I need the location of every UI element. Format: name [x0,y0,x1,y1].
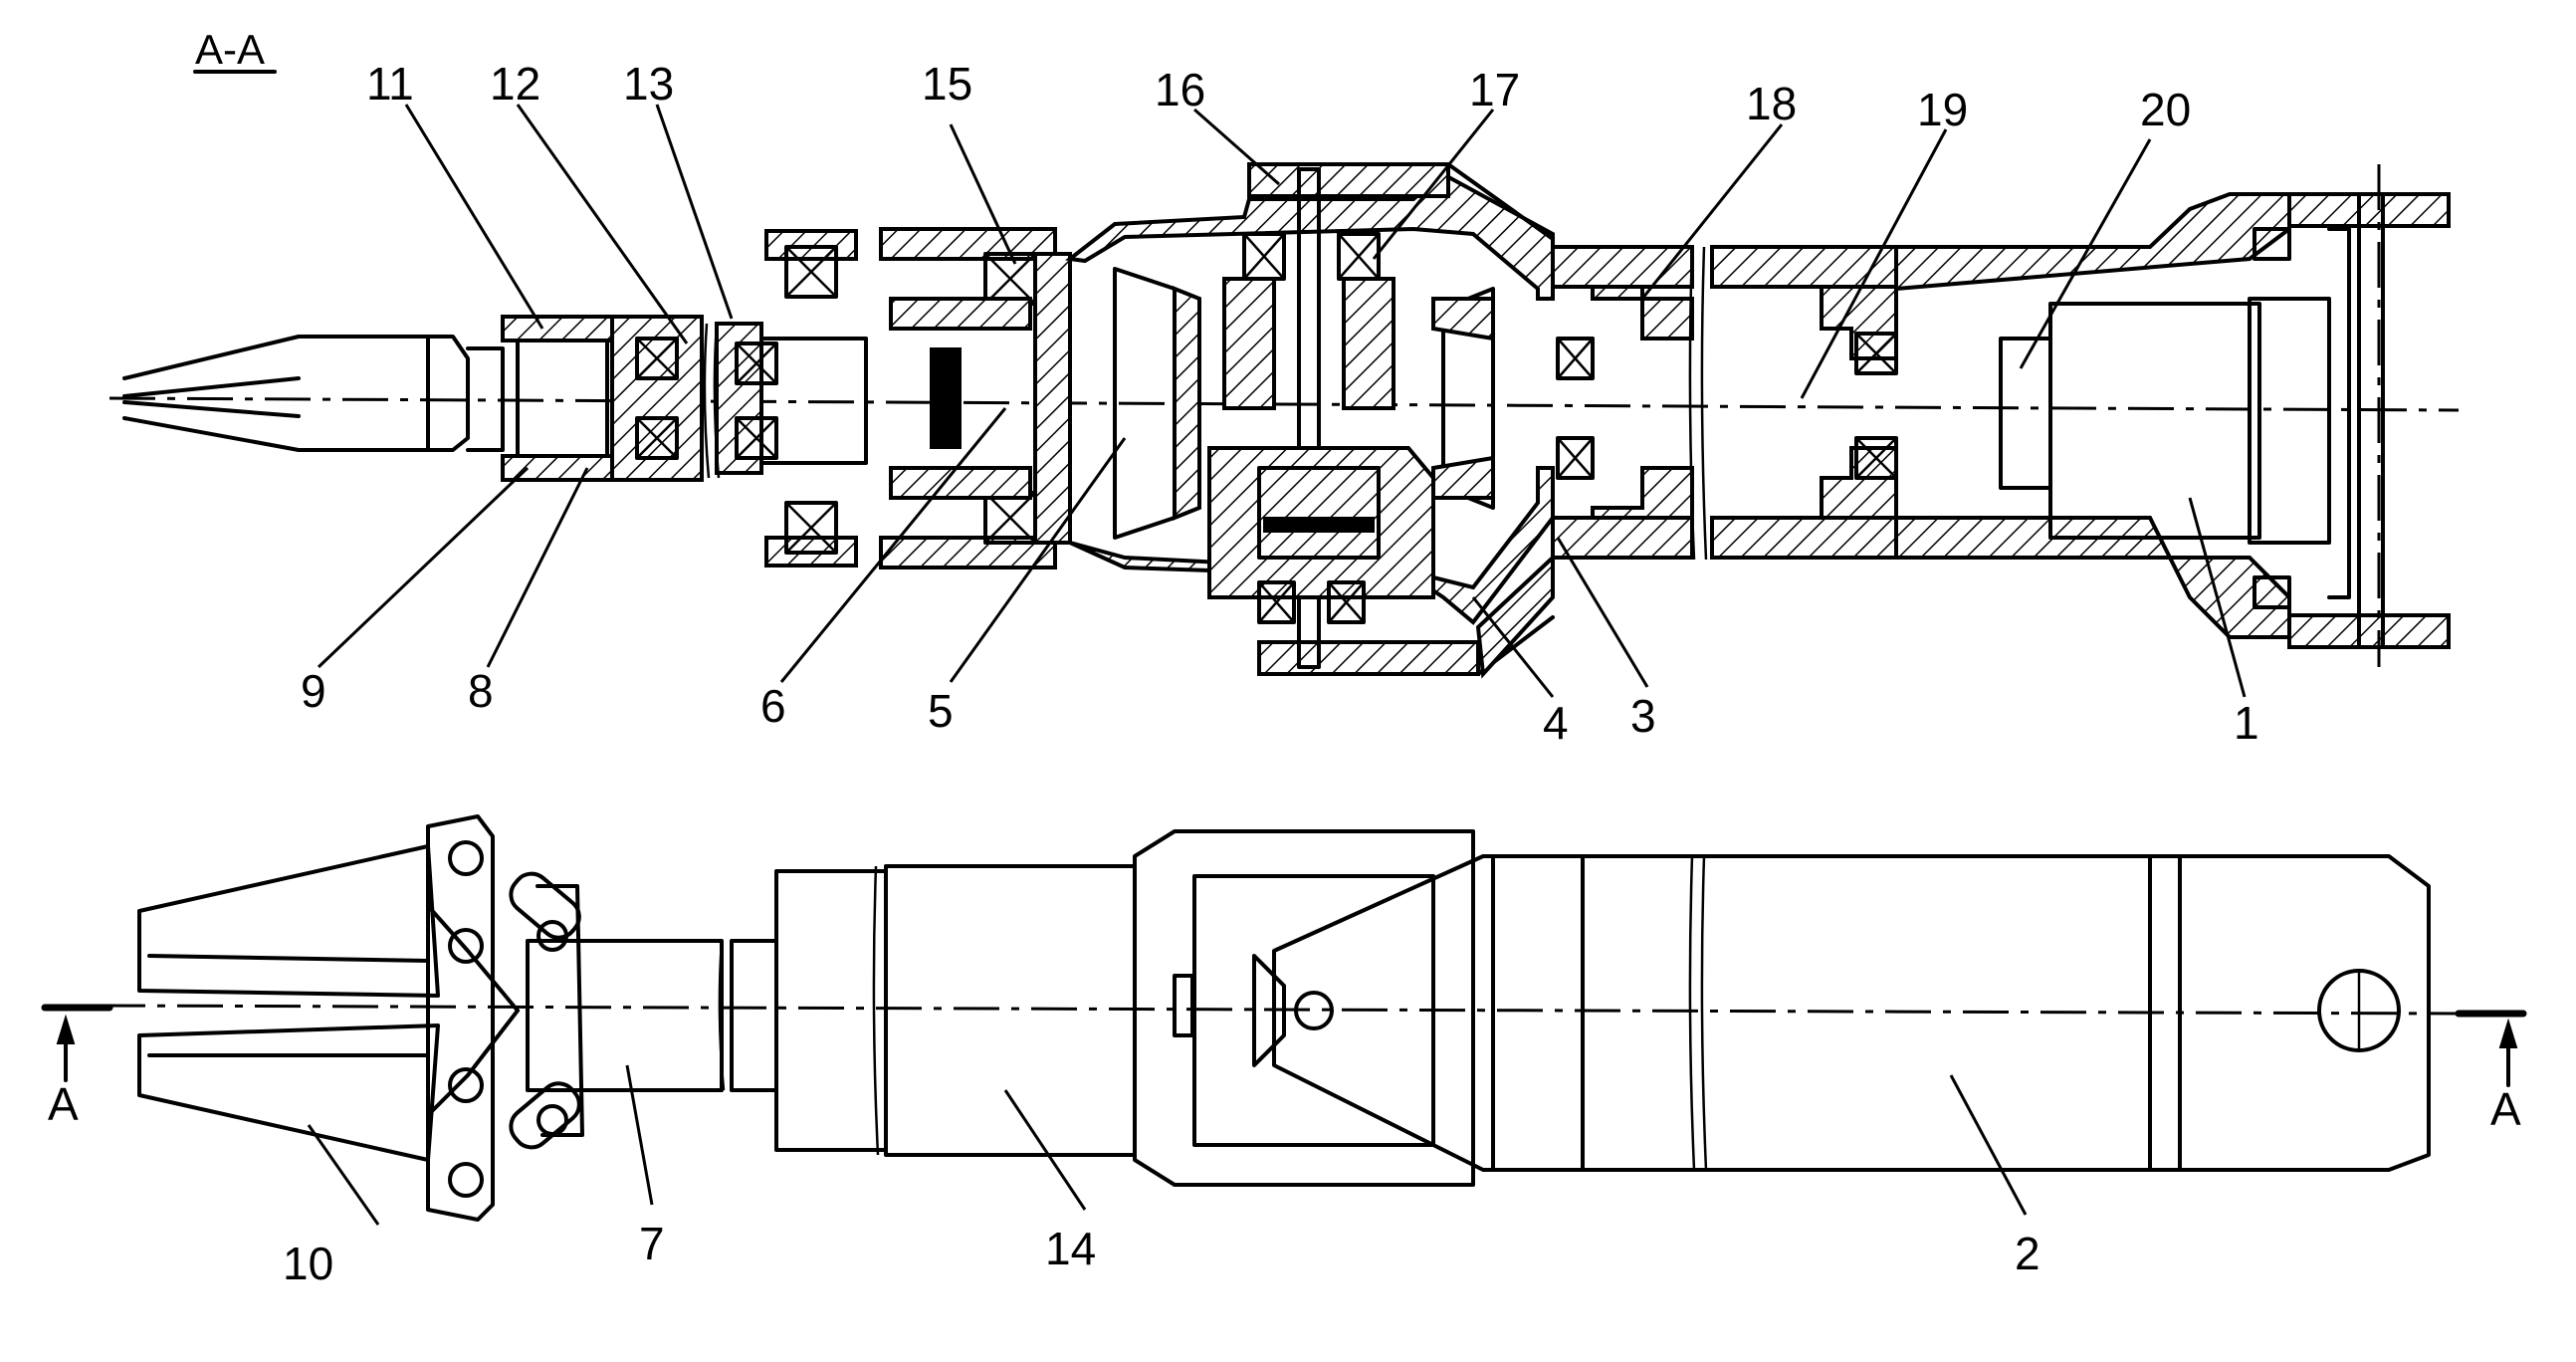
section-marker-right: A [2455,1010,2527,1135]
part-label-20: 20 [2140,84,2191,135]
part-label-18: 18 [1746,78,1797,129]
clutch-assembly [501,315,704,482]
part-label-13: 13 [623,58,674,110]
section-title-text: A-A [195,26,265,73]
coupling-13 [715,322,868,475]
part-label-16: 16 [1155,64,1205,115]
section-marker-left-label: A [48,1078,79,1130]
part-label-6: 6 [760,680,786,732]
gearbox-housing [1065,162,1555,679]
part-label-12: 12 [490,58,540,110]
part-label-15: 15 [922,58,972,110]
gripper-jaws-external [137,814,584,1222]
leader-lines [307,104,2247,1226]
external-axis [99,1004,2460,1016]
part-label-17: 17 [1469,64,1520,115]
external-view: A A [41,814,2527,1222]
flange-18 [1551,245,1694,560]
part-labels: 11 12 13 15 16 17 18 19 20 9 8 6 5 4 3 1… [283,58,2259,1289]
motor-body-14 [774,829,1475,1187]
section-title: A-A [193,26,277,74]
part-label-10: 10 [283,1238,333,1289]
shaft-housing-19-20 [1710,164,2451,667]
section-axis [108,396,2460,412]
part-label-8: 8 [468,665,494,717]
part-label-3: 3 [1630,690,1656,742]
section-view [108,162,2460,679]
part-label-14: 14 [1045,1223,1096,1274]
shaft-7 [526,939,778,1092]
part-label-2: 2 [2015,1228,2040,1279]
section-marker-right-label: A [2490,1083,2521,1135]
part-label-11: 11 [366,58,414,110]
part-label-19: 19 [1917,84,1968,135]
arm-body-2 [872,854,2431,1172]
part-label-7: 7 [639,1218,665,1269]
gripper-jaws-section [122,335,505,452]
part-label-5: 5 [928,685,954,737]
part-label-1: 1 [2234,697,2259,749]
part-label-9: 9 [301,665,326,717]
housing-15 [764,227,1072,569]
section-marker-left: A [41,1004,113,1130]
part-label-4: 4 [1543,697,1569,749]
